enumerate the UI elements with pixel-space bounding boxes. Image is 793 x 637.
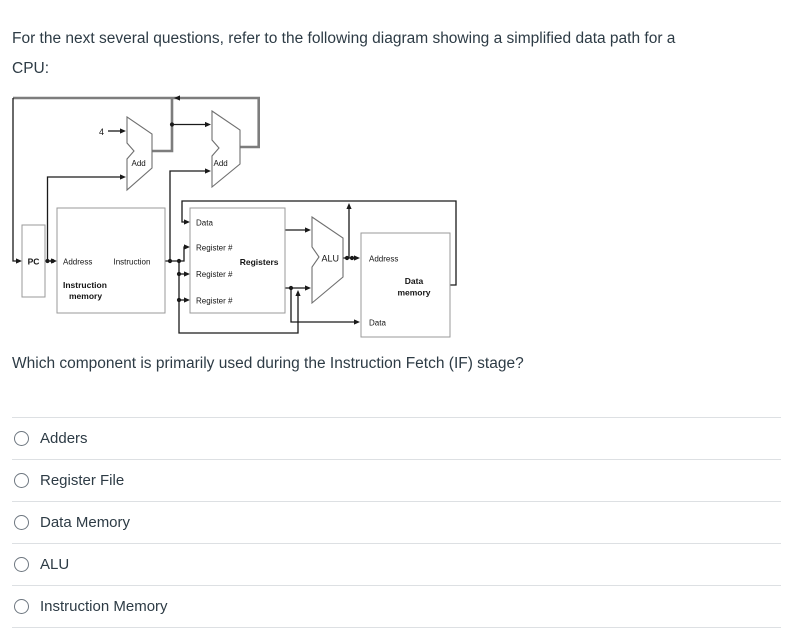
adder1-label: Add	[132, 159, 146, 168]
imem-address-port-label: Address	[63, 258, 92, 267]
option-label-register-file: Register File	[40, 472, 125, 489]
registers-port3-label: Register #	[196, 297, 233, 306]
alu-shape	[311, 215, 344, 305]
answer-option-row-alu[interactable]: ALU	[12, 543, 781, 585]
imem-instruction-port-label: Instruction	[114, 258, 151, 267]
dmem-title-line2: memory	[397, 288, 430, 298]
registers-port1-label: Register #	[196, 244, 233, 253]
answer-option-row-register-file[interactable]: Register File	[12, 459, 781, 501]
intro-text: For the next several questions, refer to…	[12, 24, 784, 84]
option-label-data-memory: Data Memory	[40, 514, 131, 531]
option-label-adders: Adders	[40, 430, 88, 447]
answer-option-row-adders[interactable]: Adders	[12, 417, 781, 459]
instruction-memory-box	[56, 207, 166, 314]
imem-title-line2: memory	[69, 291, 102, 301]
option-label-instruction-memory: Instruction Memory	[40, 598, 168, 615]
registers-port2-label: Register #	[196, 270, 233, 279]
pc-label: PC	[28, 257, 40, 267]
registers-title: Registers	[240, 257, 279, 267]
answer-option-row-data-memory[interactable]: Data Memory	[12, 501, 781, 543]
question-text: Which component is primarily used during…	[12, 355, 524, 372]
datapath-wires	[12, 98, 457, 334]
answer-options-list: Adders Register File Data Memory ALU Ins…	[12, 417, 781, 628]
adder1-shape	[126, 115, 153, 192]
option-label-alu: ALU	[40, 556, 70, 573]
registers-data-port-label: Data	[196, 219, 213, 228]
wire-junction-dots	[45, 122, 355, 303]
dmem-address-port-label: Address	[369, 255, 398, 264]
alu-label: ALU	[322, 254, 340, 264]
radio-button-register-file[interactable]	[14, 473, 29, 488]
data-memory-box	[360, 232, 451, 338]
imem-title-line1: Instruction	[63, 280, 107, 290]
dmem-title-line1: Data	[405, 276, 424, 286]
cpu-datapath-diagram: 4 Add Add ALU PC Address Instruction Ins…	[12, 95, 457, 338]
four-constant-label: 4	[99, 127, 104, 137]
adder2-label: Add	[214, 159, 228, 168]
pc-feedback-wires	[13, 96, 260, 153]
adder2-shape	[211, 109, 241, 189]
intro-line1: For the next several questions, refer to…	[12, 30, 676, 47]
radio-button-instruction-memory[interactable]	[14, 599, 29, 614]
radio-button-alu[interactable]	[14, 557, 29, 572]
radio-button-data-memory[interactable]	[14, 515, 29, 530]
intro-line2: CPU:	[12, 60, 50, 77]
pc-box	[21, 224, 46, 298]
answer-option-row-instruction-memory[interactable]: Instruction Memory	[12, 585, 781, 627]
registers-box	[189, 207, 286, 314]
radio-button-adders[interactable]	[14, 431, 29, 446]
wire-arrowheads	[16, 95, 360, 325]
dmem-data-port-label: Data	[369, 319, 386, 328]
